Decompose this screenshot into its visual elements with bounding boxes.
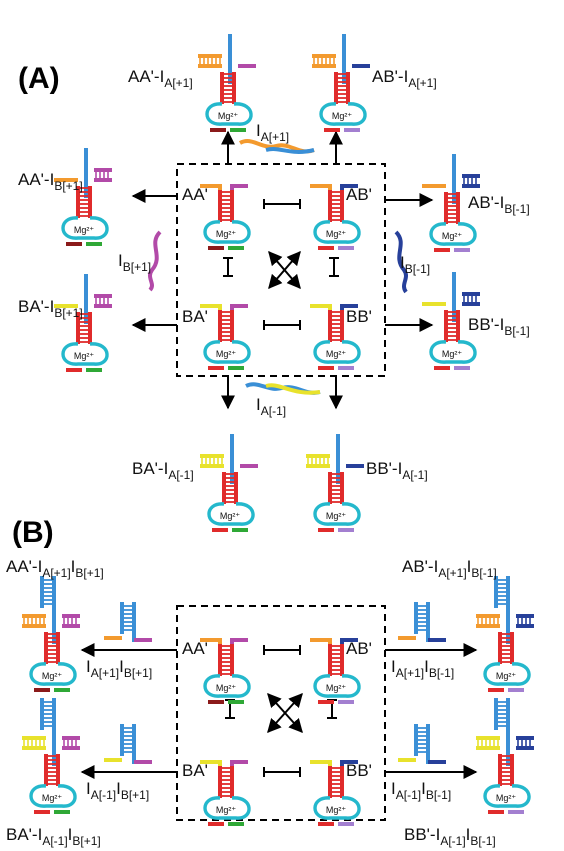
dz-a-prod-right-bot: Mg²⁺ xyxy=(422,272,480,370)
dz-a-prod-left-bot: Mg²⁺ xyxy=(54,274,112,372)
inhibit-a-top xyxy=(263,199,301,209)
cross-a-2 xyxy=(268,250,301,290)
input-a-left: IB[+1] xyxy=(118,251,151,274)
svg-text:Mg²⁺: Mg²⁺ xyxy=(218,111,238,121)
input-complex-b-bl xyxy=(104,724,152,764)
dz-a-aa: Mg²⁺ xyxy=(200,184,251,250)
center-a-ba: BA' xyxy=(182,307,208,326)
svg-text:Mg²⁺: Mg²⁺ xyxy=(216,229,236,239)
svg-text:Mg²⁺: Mg²⁺ xyxy=(496,671,516,681)
svg-text:Mg²⁺: Mg²⁺ xyxy=(326,511,346,521)
panel-b-arrows xyxy=(80,643,478,779)
svg-text:Mg²⁺: Mg²⁺ xyxy=(326,229,346,239)
inhibit-a-bottom xyxy=(263,320,301,330)
input-a-top: IA[+1] xyxy=(256,121,289,144)
svg-text:Mg²⁺: Mg²⁺ xyxy=(326,805,346,815)
dz-a-ab: Mg²⁺ xyxy=(310,184,361,250)
dz-a-prod-top-right: Mg²⁺ xyxy=(312,34,370,132)
svg-text:Mg²⁺: Mg²⁺ xyxy=(442,349,462,359)
panel-b-center-box xyxy=(176,605,386,821)
svg-text:Mg²⁺: Mg²⁺ xyxy=(216,349,236,359)
dz-b-prod-tl: Mg²⁺ xyxy=(22,576,80,692)
svg-text:Mg²⁺: Mg²⁺ xyxy=(220,511,240,521)
svg-text:Mg²⁺: Mg²⁺ xyxy=(216,805,236,815)
product-a-top-right: AB'-IA[+1] xyxy=(372,67,437,90)
center-b-aa: AA' xyxy=(182,639,208,658)
product-a-top-left: AA'-IA[+1] xyxy=(128,67,193,90)
inhibit-b-bottom xyxy=(263,767,301,777)
svg-text:Mg²⁺: Mg²⁺ xyxy=(326,349,346,359)
dz-b-ab: Mg²⁺ xyxy=(310,638,361,704)
svg-text:Mg²⁺: Mg²⁺ xyxy=(74,351,94,361)
dz-a-ba: Mg²⁺ xyxy=(200,304,251,370)
product-a-bot-right: BB'-IA[-1] xyxy=(366,459,428,482)
cross-b-2 xyxy=(267,692,303,734)
input-a-bottom: IA[-1] xyxy=(256,395,286,418)
dz-b-bb: Mg²⁺ xyxy=(310,760,361,826)
product-b-br: BB'-IA[-1]IB[-1] xyxy=(404,825,496,848)
input-strand-a-left xyxy=(148,230,162,292)
dz-a-prod-right-top: Mg²⁺ xyxy=(422,154,480,252)
svg-text:Mg²⁺: Mg²⁺ xyxy=(74,225,94,235)
center-a-bb: BB' xyxy=(346,307,372,326)
product-b-tl: AA'-IA[+1]IB[+1] xyxy=(6,557,104,580)
svg-text:Mg²⁺: Mg²⁺ xyxy=(442,231,462,241)
svg-text:Mg²⁺: Mg²⁺ xyxy=(42,671,62,681)
center-a-ab: AB' xyxy=(346,185,372,204)
input-a-right: IB[-1] xyxy=(400,253,430,276)
dz-b-prod-bl: Mg²⁺ xyxy=(22,698,80,814)
product-a-right-top: AB'-IB[-1] xyxy=(468,193,530,216)
input-complex-b-tl xyxy=(104,602,152,642)
input-strand-a-right xyxy=(394,230,408,294)
panel-b-dna-structures: Mg²⁺ Mg²⁺ Mg²⁺ Mg²⁺ Mg²⁺ Mg²⁺ Mg²⁺ Mg²⁺ xyxy=(22,576,534,826)
inhibit-a-left xyxy=(223,257,233,277)
inhibit-b-top xyxy=(263,645,301,655)
product-a-left-bot: BA'-IB[+1] xyxy=(18,297,83,320)
center-b-ab: AB' xyxy=(346,639,372,658)
dz-a-prod-bot-left: Mg²⁺ xyxy=(200,434,258,532)
dz-b-prod-tr: Mg²⁺ xyxy=(476,576,534,692)
inhibit-a-right xyxy=(329,257,339,277)
dz-a-prod-left-top: Mg²⁺ xyxy=(54,148,112,246)
panel-a: (A) Mg²⁺Mg²⁺Mg²⁺Mg²⁺Mg²⁺Mg²⁺Mg²⁺Mg²⁺Mg²⁺… xyxy=(18,34,530,532)
dz-b-aa: Mg²⁺ xyxy=(200,638,251,704)
svg-text:Mg²⁺: Mg²⁺ xyxy=(216,683,236,693)
dz-b-prod-br: Mg²⁺ xyxy=(476,698,534,814)
center-b-ba: BA' xyxy=(182,761,208,780)
dz-a-bb: Mg²⁺ xyxy=(310,304,361,370)
input-complex-b-tr xyxy=(398,602,446,642)
panel-b-label: (B) xyxy=(12,516,54,549)
input-b-br: IA[-1]IB[-1] xyxy=(391,779,451,802)
svg-text:Mg²⁺: Mg²⁺ xyxy=(42,793,62,803)
panel-a-dna-structures: Mg²⁺ Mg²⁺ Mg²⁺ Mg²⁺ Mg²⁺ Mg²⁺ Mg²⁺ Mg²⁺ Mg²⁺ Mg²⁺… xyxy=(54,34,480,532)
product-a-right-bot: BB'-IB[-1] xyxy=(468,315,530,338)
product-a-bot-left: BA'-IA[-1] xyxy=(132,459,194,482)
dz-a-prod-bot-right: Mg²⁺ xyxy=(306,434,364,532)
product-b-bl: BA'-IA[-1]IB[+1] xyxy=(6,825,101,848)
panel-a-arrows xyxy=(131,130,434,410)
input-b-tr: IA[+1]IB[-1] xyxy=(391,657,454,680)
panel-b: (B) Mg²⁺ Mg²⁺ Mg²⁺ Mg²⁺ Mg²⁺ Mg²⁺ Mg²⁺ Mg²⁺ AA'… xyxy=(6,516,534,848)
dz-b-ba: Mg²⁺ xyxy=(200,760,251,826)
input-complex-b-br xyxy=(398,724,446,764)
svg-text:Mg²⁺: Mg²⁺ xyxy=(326,683,346,693)
center-b-bb: BB' xyxy=(346,761,372,780)
svg-text:Mg²⁺: Mg²⁺ xyxy=(332,111,352,121)
panel-a-center-box xyxy=(176,163,386,377)
center-a-aa: AA' xyxy=(182,185,208,204)
product-b-tr: AB'-IA[+1]IB[-1] xyxy=(402,557,497,580)
dz-a-prod-top-left: Mg²⁺ xyxy=(198,34,256,132)
product-a-left-top: AA'-IB[+1] xyxy=(18,170,83,193)
input-b-bl: IA[-1]IB[+1] xyxy=(86,779,149,802)
panel-a-label: (A) xyxy=(18,62,60,95)
svg-text:Mg²⁺: Mg²⁺ xyxy=(496,793,516,803)
input-b-tl: IA[+1]IB[+1] xyxy=(86,657,152,680)
